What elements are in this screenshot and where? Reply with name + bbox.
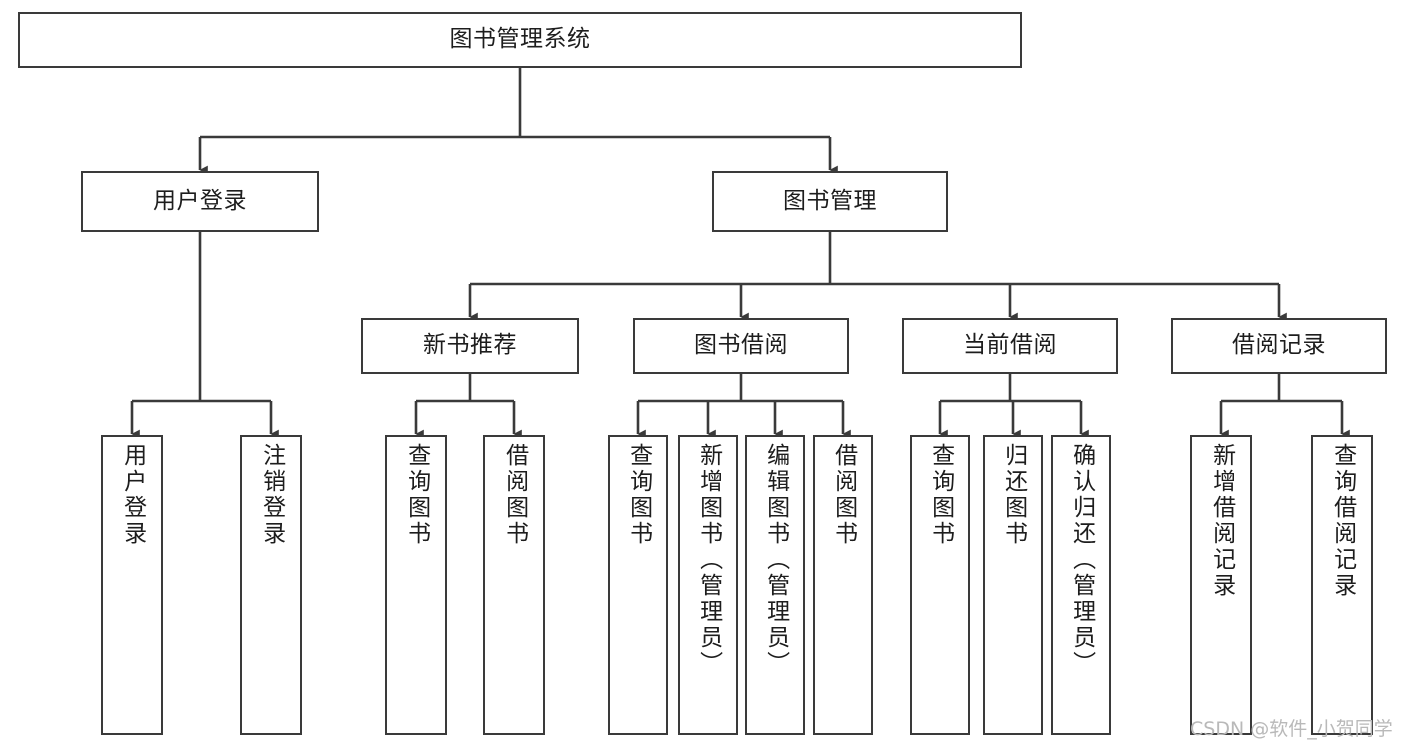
node-label: 注销登录 (258, 443, 285, 547)
node-leaf_user_login[interactable]: 用户登录 (101, 435, 163, 735)
node-label: 查询图书 (927, 443, 954, 547)
node-label: 图书借阅 (694, 332, 788, 359)
node-label: 借阅记录 (1232, 332, 1326, 359)
node-label: 用户登录 (119, 443, 146, 547)
node-leaf_user_logout[interactable]: 注销登录 (240, 435, 302, 735)
node-new_book_rec[interactable]: 新书推荐 (361, 318, 579, 374)
node-leaf_borrow_book_2[interactable]: 借阅图书 (813, 435, 873, 735)
node-label: 新增图书（管理员） (695, 443, 722, 677)
node-user_login[interactable]: 用户登录 (81, 171, 319, 232)
node-label: 用户登录 (153, 187, 247, 214)
node-label: 确认归还（管理员） (1068, 443, 1095, 677)
connector-edges (130, 68, 1350, 439)
node-label: 归还图书 (1000, 443, 1027, 547)
node-leaf_query_book_1[interactable]: 查询图书 (385, 435, 447, 735)
node-leaf_confirm_return[interactable]: 确认归还（管理员） (1051, 435, 1111, 735)
node-leaf_query_book_2[interactable]: 查询图书 (608, 435, 668, 735)
node-label: 图书管理系统 (449, 26, 591, 53)
node-leaf_query_book_3[interactable]: 查询图书 (910, 435, 970, 735)
node-label: 图书管理 (783, 187, 877, 214)
node-book_borrow[interactable]: 图书借阅 (633, 318, 849, 374)
node-leaf_query_record[interactable]: 查询借阅记录 (1311, 435, 1373, 735)
node-current_loan[interactable]: 当前借阅 (902, 318, 1118, 374)
node-leaf_borrow_book_1[interactable]: 借阅图书 (483, 435, 545, 735)
node-label: 新书推荐 (423, 332, 517, 359)
node-label: 编辑图书（管理员） (762, 443, 789, 677)
node-root[interactable]: 图书管理系统 (18, 12, 1022, 68)
node-label: 借阅图书 (830, 443, 857, 547)
node-leaf_edit_book[interactable]: 编辑图书（管理员） (745, 435, 805, 735)
csdn-watermark: CSDN @软件_小贺同学 (1190, 718, 1393, 740)
node-label: 查询图书 (625, 443, 652, 547)
node-label: 查询借阅记录 (1329, 443, 1356, 599)
node-book_mgmt[interactable]: 图书管理 (712, 171, 948, 232)
node-leaf_return_book[interactable]: 归还图书 (983, 435, 1043, 735)
node-label: 新增借阅记录 (1208, 443, 1235, 599)
node-loan_record[interactable]: 借阅记录 (1171, 318, 1387, 374)
node-label: 当前借阅 (963, 332, 1057, 359)
node-label: 查询图书 (403, 443, 430, 547)
node-label: 借阅图书 (501, 443, 528, 547)
node-leaf_add_record[interactable]: 新增借阅记录 (1190, 435, 1252, 735)
node-leaf_add_book[interactable]: 新增图书（管理员） (678, 435, 738, 735)
